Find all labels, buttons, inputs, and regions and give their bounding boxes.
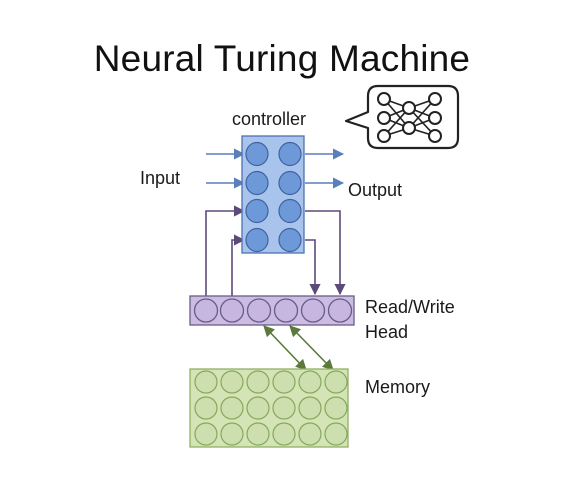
- controller-block: [241, 135, 305, 254]
- memory-links: [263, 325, 334, 371]
- memory-cell: [272, 396, 296, 420]
- controller-unit: [245, 170, 269, 196]
- memory-label: Memory: [365, 377, 431, 397]
- memory-cell: [272, 422, 296, 446]
- controller-unit: [245, 227, 269, 253]
- head-cell: [246, 298, 272, 323]
- controller-unit: [278, 141, 302, 167]
- memory-block: [189, 368, 349, 448]
- memory-cell: [246, 422, 270, 446]
- input-label: Input: [140, 168, 181, 188]
- controller-unit: [278, 170, 302, 196]
- read-write-head: [189, 295, 355, 326]
- memory-cell: [220, 422, 244, 446]
- head-wires: [205, 205, 346, 298]
- memory-cell: [272, 370, 296, 394]
- head-label: Head: [365, 322, 409, 342]
- output-label: Output: [348, 180, 403, 200]
- head-cell: [273, 298, 299, 323]
- memory-cell: [298, 370, 322, 394]
- memory-cell: [324, 396, 348, 420]
- memory-cell: [246, 396, 270, 420]
- controller-unit: [245, 198, 269, 224]
- controller-unit: [278, 227, 302, 253]
- memory-cell: [298, 422, 322, 446]
- output-arrows: [305, 148, 345, 189]
- memory-cell: [220, 396, 244, 420]
- neural-network-speech-bubble-icon: [344, 84, 460, 150]
- memory-cell: [194, 422, 218, 446]
- head-cell: [193, 298, 219, 323]
- memory-cell: [220, 370, 244, 394]
- memory-cell: [194, 396, 218, 420]
- diagram-title: Neural Turing Machine: [93, 38, 471, 79]
- read-write-label: Read/Write: [365, 297, 455, 317]
- memory-cell: [194, 370, 218, 394]
- controller-unit: [245, 141, 269, 167]
- controller-label: controller: [232, 109, 307, 129]
- controller-unit: [278, 198, 302, 224]
- memory-cell: [298, 396, 322, 420]
- memory-cell: [246, 370, 270, 394]
- head-cell: [300, 298, 326, 323]
- head-cell: [219, 298, 245, 323]
- head-cell: [327, 298, 353, 323]
- memory-cell: [324, 422, 348, 446]
- memory-cell: [324, 370, 348, 394]
- input-arrows: [206, 148, 246, 189]
